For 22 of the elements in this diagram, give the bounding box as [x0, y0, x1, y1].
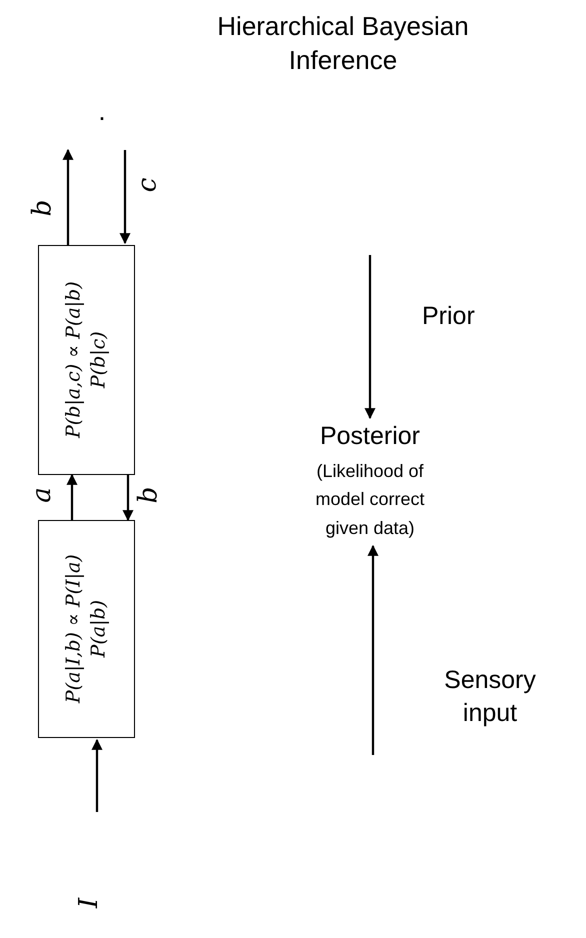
arrow — [92, 738, 102, 812]
side-label: Sensory input — [443, 665, 537, 728]
edge-label: I — [76, 898, 102, 908]
side-label: Prior — [422, 301, 476, 332]
process-box — [38, 520, 135, 738]
process-box — [38, 245, 135, 475]
arrow — [66, 474, 78, 520]
title: Hierarchical Bayesian Inference — [216, 10, 470, 77]
node-note: (Likelihood of model correct given data) — [314, 460, 426, 540]
arrow — [122, 475, 134, 522]
dot-mark: . — [97, 95, 107, 128]
formula-text: P(b|a,c) ∝ P(a|b) P(b|c) — [60, 280, 110, 440]
edge-label: a — [28, 487, 55, 503]
edge-label: b — [135, 486, 162, 504]
arrow — [364, 255, 376, 420]
node-heading: Posterior — [320, 421, 420, 452]
edge-label: b — [29, 200, 56, 216]
edge-label: c — [134, 178, 160, 192]
arrow — [368, 544, 378, 755]
formula-text: P(a|I,b) ∝ P(I|a) P(a|b) — [60, 553, 110, 706]
arrow — [62, 148, 74, 245]
arrow — [120, 150, 130, 244]
